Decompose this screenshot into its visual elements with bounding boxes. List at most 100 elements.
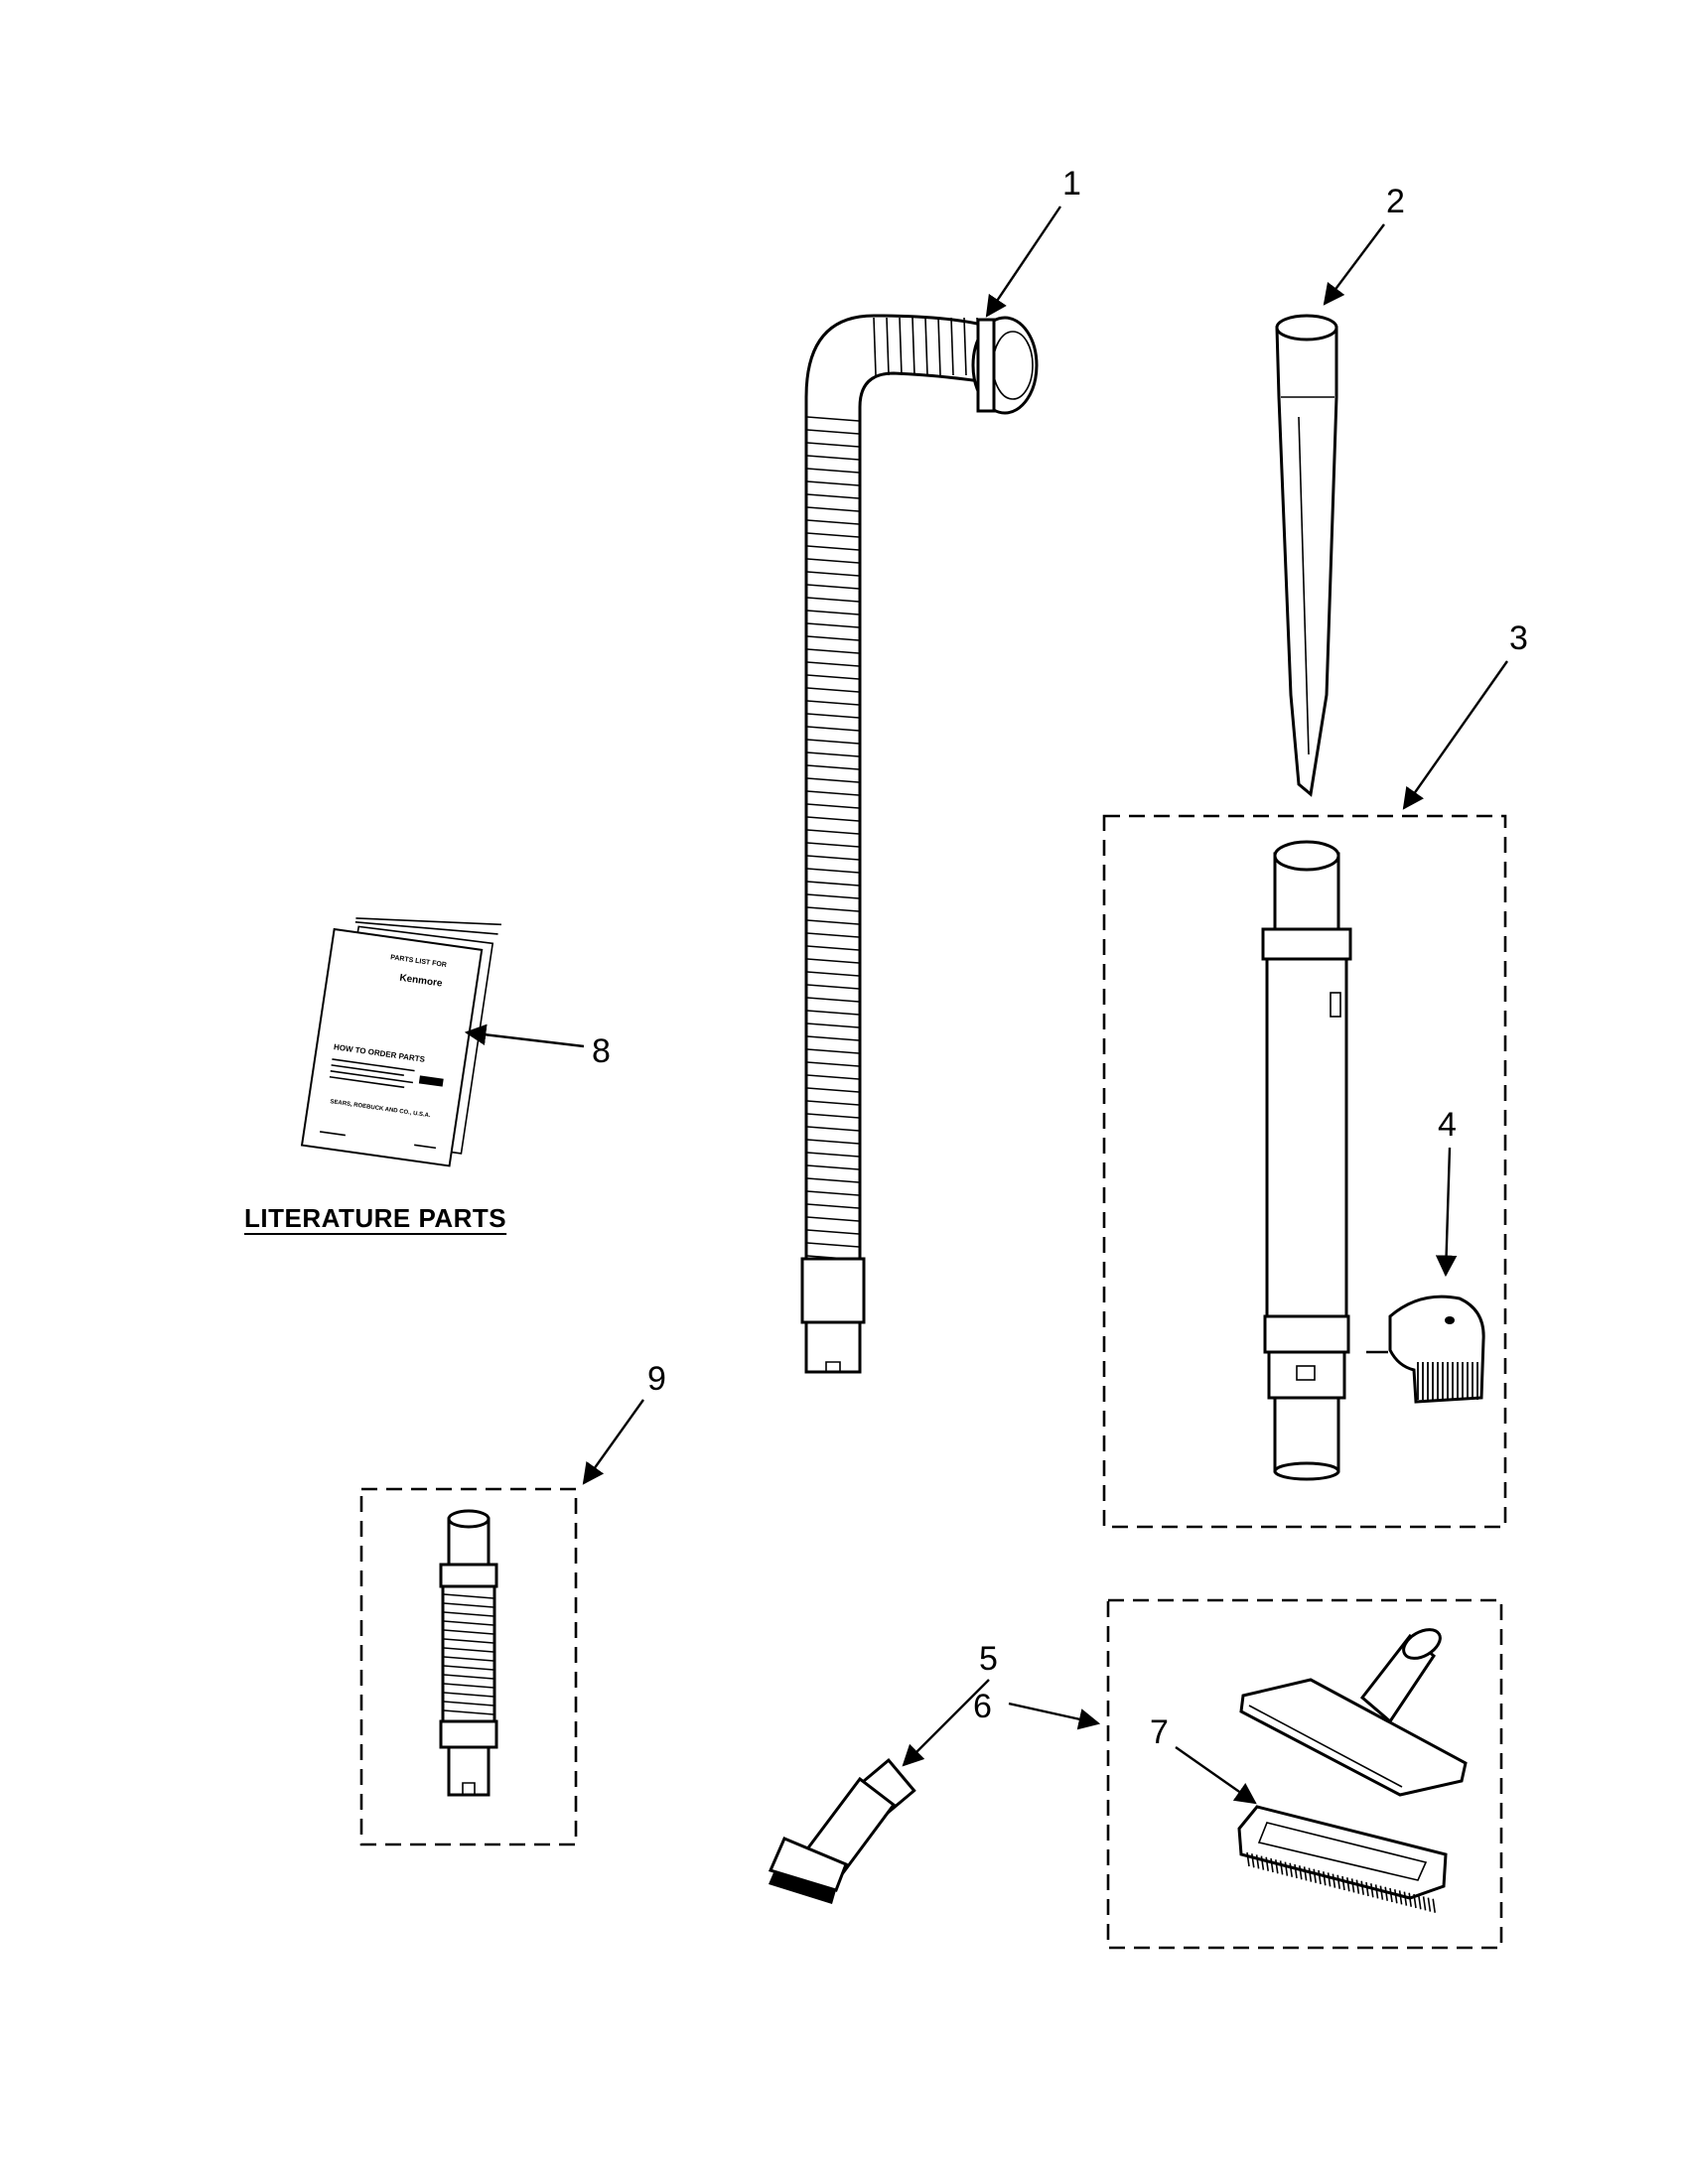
hatch-line xyxy=(1270,1857,1274,1873)
hatch-line xyxy=(443,1692,494,1698)
hatch-line xyxy=(806,545,860,551)
hatch-line xyxy=(443,1638,494,1644)
hatch-line xyxy=(806,1074,860,1080)
hatch-line xyxy=(1265,1856,1269,1871)
extension-hose-box xyxy=(359,1487,578,1846)
hatch-line xyxy=(806,610,860,615)
hatch-line xyxy=(806,777,860,783)
hatch-line xyxy=(806,597,860,603)
leader-9 xyxy=(582,1399,644,1485)
hatch-line xyxy=(1422,1896,1427,1911)
hatch-line xyxy=(443,1701,494,1706)
hatch-line xyxy=(806,455,860,461)
leader-4 xyxy=(1435,1147,1458,1278)
hatch-line xyxy=(1427,1897,1432,1912)
hatch-line xyxy=(806,1048,860,1054)
hatch-line xyxy=(806,1216,860,1222)
hatch-line xyxy=(806,1242,860,1248)
hatch-line xyxy=(806,1061,860,1067)
hatch-line xyxy=(443,1709,494,1715)
hatch-line xyxy=(1251,1853,1255,1868)
hatch-line xyxy=(1360,1880,1364,1895)
hatch-line xyxy=(443,1656,494,1662)
hatch-line xyxy=(1318,1869,1322,1885)
callout-8: 8 xyxy=(592,1032,611,1070)
clip-part-4 xyxy=(1366,1295,1485,1404)
hatch-line xyxy=(806,571,860,577)
hatch-line xyxy=(1289,1862,1293,1877)
hatch-line xyxy=(1413,1893,1417,1909)
hatch-line xyxy=(1332,1873,1336,1888)
hatch-line xyxy=(1255,1854,1260,1869)
hatch-line xyxy=(806,713,860,719)
hatch-line xyxy=(806,739,860,745)
callout-3: 3 xyxy=(1509,619,1528,657)
hatch-line xyxy=(1350,1878,1355,1893)
callout-9: 9 xyxy=(647,1360,666,1398)
hatch-line xyxy=(899,317,903,376)
hatch-line xyxy=(806,700,860,706)
hatch-line xyxy=(1394,1889,1398,1904)
hatch-line xyxy=(1418,1895,1422,1910)
hatch-line xyxy=(806,868,860,874)
callout-1: 1 xyxy=(1062,165,1081,203)
hatch-line xyxy=(1294,1863,1298,1879)
hatch-line xyxy=(1323,1871,1327,1886)
hatch-line xyxy=(806,622,860,628)
hatch-line xyxy=(1303,1866,1308,1881)
hatch-line xyxy=(1341,1875,1345,1891)
hatch-line xyxy=(1370,1883,1374,1898)
hatch-line xyxy=(1355,1879,1360,1894)
hatch-line xyxy=(1403,1891,1408,1906)
hatch-line xyxy=(443,1620,494,1626)
hatch-line xyxy=(806,764,860,770)
hatch-line xyxy=(443,1665,494,1671)
leader-5 xyxy=(902,1679,990,1767)
hatch-line xyxy=(806,1087,860,1093)
hatch-line xyxy=(443,1602,494,1608)
hatch-line xyxy=(1389,1887,1393,1903)
hatch-line xyxy=(1327,1872,1332,1887)
hatch-line xyxy=(806,1177,860,1183)
leader-6 xyxy=(1008,1702,1101,1730)
hatch-line xyxy=(806,984,860,990)
hatch-line xyxy=(1379,1885,1384,1900)
hatch-line xyxy=(806,945,860,951)
callout-4: 4 xyxy=(1438,1106,1457,1144)
hatch-line xyxy=(806,751,860,757)
hatch-line xyxy=(1384,1886,1388,1901)
hatch-line xyxy=(806,493,860,499)
brush-insert-part-7 xyxy=(1237,1805,1448,1913)
hatch-line xyxy=(806,932,860,938)
hatch-line xyxy=(806,1113,860,1119)
hatch-line xyxy=(806,971,860,977)
wand-part-3 xyxy=(1261,840,1352,1481)
literature-parts-heading: LITERATURE PARTS xyxy=(244,1203,507,1233)
hatch-line xyxy=(806,1164,860,1170)
hatch-line xyxy=(1313,1868,1317,1883)
hatch-line xyxy=(873,317,877,376)
hatch-line xyxy=(1279,1860,1284,1875)
hatch-line xyxy=(806,442,860,448)
wand-assembly-box xyxy=(1102,814,1507,1529)
hatch-line xyxy=(806,906,860,912)
hatch-line xyxy=(443,1683,494,1689)
hatch-line xyxy=(806,674,860,680)
hatch-line xyxy=(806,429,860,435)
leader-2 xyxy=(1323,223,1385,306)
hatch-line xyxy=(806,558,860,564)
hatch-line xyxy=(806,1010,860,1016)
hatch-line xyxy=(806,881,860,887)
hatch-line xyxy=(912,317,915,376)
hatch-line xyxy=(443,1593,494,1599)
hatch-line xyxy=(1284,1861,1289,1876)
hatch-line xyxy=(806,687,860,693)
hatch-line xyxy=(886,317,890,376)
hatch-line xyxy=(806,790,860,796)
hatch-line xyxy=(443,1611,494,1617)
hatch-line xyxy=(1398,1890,1403,1905)
hatch-line xyxy=(806,480,860,486)
hatch-line xyxy=(806,1100,860,1106)
hatch-line xyxy=(806,584,860,590)
